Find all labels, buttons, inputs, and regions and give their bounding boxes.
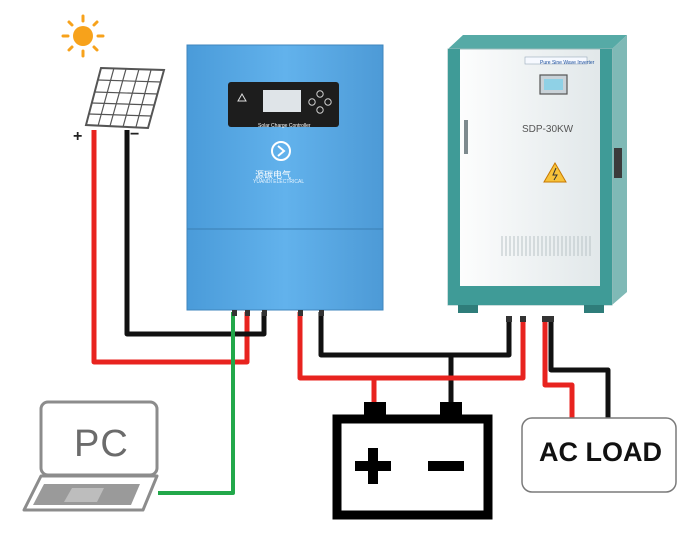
ac-load-box: [521, 417, 677, 493]
sun-icon: [61, 14, 105, 58]
battery-plus-icon: [355, 448, 391, 484]
inverter: [447, 35, 627, 322]
inverter-dc-positive-wire: [374, 320, 526, 381]
pv-negative-label: −: [130, 126, 140, 143]
charge-controller: [186, 44, 384, 316]
pv-positive-label: +: [73, 128, 83, 145]
ctrl-battery-negative-wire: [318, 312, 454, 402]
controller-logo-icon: [271, 141, 291, 161]
controller-button-up[interactable]: [316, 90, 324, 98]
pc-label: PC: [74, 423, 129, 465]
inverter-model-label: SDP-30KW: [522, 124, 574, 135]
ac-load-label: AC LOAD: [539, 437, 662, 467]
inverter-tag: Pure Sine Wave Inverter: [540, 60, 595, 66]
controller-brand-en: YUANDI ELECTRICAL: [253, 179, 305, 185]
battery-minus-icon: [428, 461, 464, 471]
ac-output-live-wire: [542, 320, 575, 418]
inverter-handle-right: [614, 148, 622, 178]
inverter-dc-negative-wire: [451, 320, 512, 358]
solar-panel-icon: [84, 66, 166, 130]
controller-subtitle: Solar Charge Controller: [258, 123, 311, 129]
pv-positive-wire: [91, 130, 250, 365]
comm-wire: [158, 312, 235, 495]
controller-lcd-screen: [263, 90, 301, 112]
controller-button-left[interactable]: [308, 98, 316, 106]
pv-negative-wire: [124, 130, 267, 337]
ctrl-battery-positive-wire: [297, 312, 377, 402]
battery-icon: [332, 402, 493, 520]
controller-button-down[interactable]: [316, 106, 324, 114]
controller-brand-cn: 源碳电气: [255, 170, 292, 180]
controller-button-right[interactable]: [324, 98, 332, 106]
ac-output-neutral-wire: [548, 320, 611, 418]
inverter-handle-left: [464, 120, 468, 154]
warning-icon: [237, 92, 247, 102]
high-voltage-warning-icon: [543, 162, 567, 183]
inverter-vent: [501, 236, 591, 256]
pc-laptop-icon: [22, 400, 159, 512]
wires: [91, 130, 611, 495]
